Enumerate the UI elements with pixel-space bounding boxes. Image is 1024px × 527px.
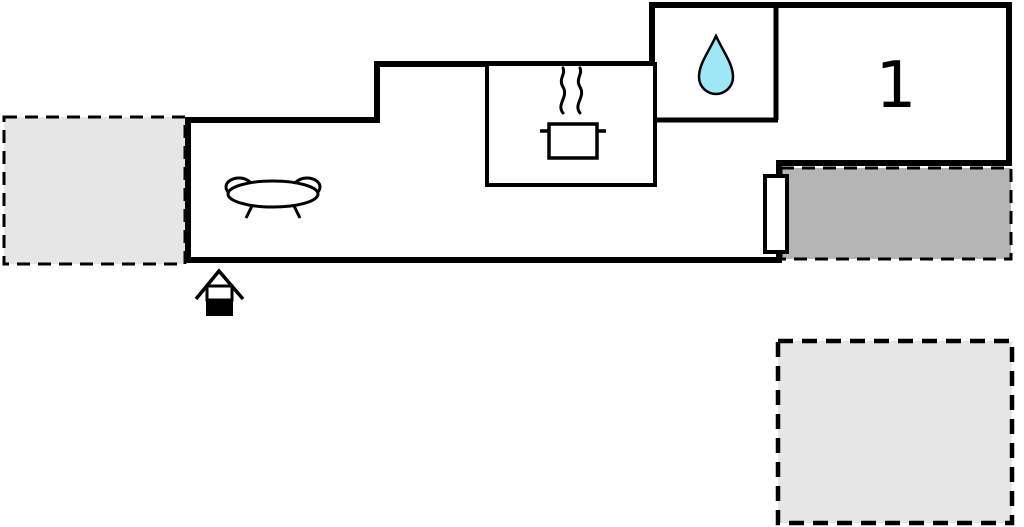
bedroom-label: 1 — [876, 49, 917, 123]
well-roof — [194, 268, 245, 301]
steam-line-left — [559, 66, 567, 115]
well-body-bottom — [206, 299, 233, 316]
well-icon — [194, 268, 245, 316]
sofa-leg-left — [244, 205, 254, 219]
cooking-pot-steam-icon — [540, 66, 606, 160]
steam-line-right — [576, 66, 584, 115]
pot-body — [547, 122, 599, 160]
water-drop-icon — [697, 33, 735, 96]
sofa-icon — [224, 176, 322, 219]
sofa-body — [226, 179, 320, 209]
sofa-leg-right — [292, 205, 302, 219]
terrace-bottom-right — [775, 338, 1015, 526]
terrace-left — [2, 115, 187, 266]
door-window-icon — [763, 174, 789, 254]
terrace-back-right — [779, 166, 1013, 261]
well-body-top — [205, 284, 234, 302]
